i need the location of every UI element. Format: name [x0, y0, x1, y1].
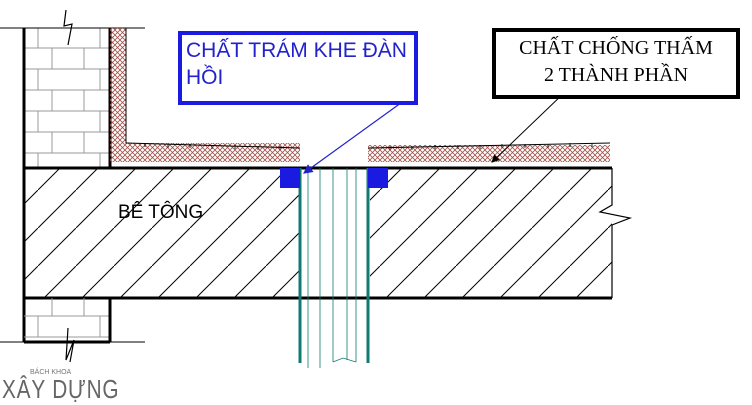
- waterproofing-arrow: [491, 91, 566, 163]
- sealant-arrow: [303, 99, 406, 174]
- break-mark-icon: [598, 168, 633, 298]
- watermark-small: BÁCH KHOA: [30, 369, 72, 376]
- waterproofing-layer: [110, 28, 611, 162]
- concrete-slab: [22, 166, 633, 342]
- break-mark-icon: [65, 327, 75, 363]
- concrete-label: BÊ TÔNG: [118, 202, 204, 223]
- lower-brick-wall: [0, 298, 145, 363]
- waterproofing-line2: 2 THÀNH PHẦN: [543, 64, 689, 86]
- waterproofing-callout: CHẤT CHỐNG THẤM 2 THÀNH PHẦN: [492, 28, 740, 99]
- waterproofing-line1: CHẤT CHỐNG THẤM: [519, 37, 713, 59]
- watermark-logo: XÂY DỰNG: [2, 374, 120, 404]
- break-mark-icon: [63, 9, 73, 46]
- sealant-block-right: [368, 168, 388, 188]
- sealant-callout: CHẤT TRÁM KHE ĐÀN HỒI: [178, 31, 418, 105]
- pipe: [298, 168, 370, 368]
- sealant-callout-text: CHẤT TRÁM KHE ĐÀN HỒI: [186, 39, 407, 89]
- sealant-block-left: [280, 168, 300, 188]
